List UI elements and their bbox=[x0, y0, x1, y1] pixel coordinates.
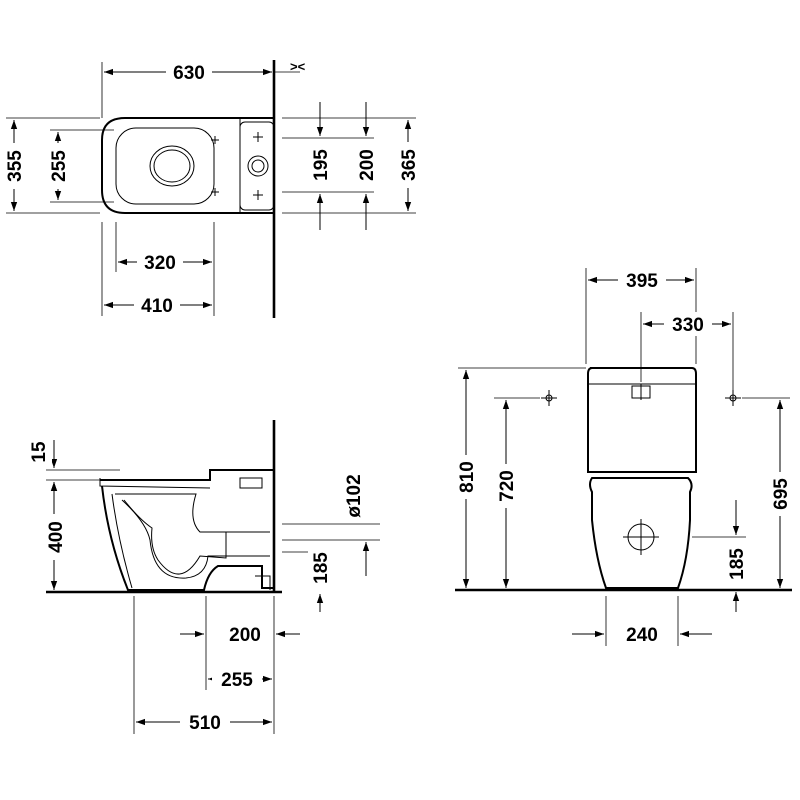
toilet-side-outline bbox=[101, 485, 274, 591]
dim-510: 510 bbox=[189, 713, 221, 734]
dim-185-front: 185 bbox=[727, 548, 748, 580]
cistern-front bbox=[587, 367, 697, 473]
dim-200-top: 200 bbox=[357, 149, 378, 181]
top-view: >< 630 355 2 bbox=[2, 58, 420, 318]
dim-395: 395 bbox=[626, 271, 658, 292]
dim-o102: ø102 bbox=[344, 474, 365, 517]
dim-720: 720 bbox=[497, 470, 518, 502]
cistern-plan bbox=[239, 121, 275, 211]
dim-330: 330 bbox=[672, 315, 704, 336]
dim-255-side: 255 bbox=[221, 670, 253, 691]
toilet-plan-outline bbox=[101, 117, 274, 214]
dim-200-side: 200 bbox=[229, 625, 261, 646]
dim-320: 320 bbox=[144, 253, 176, 274]
dim-240: 240 bbox=[626, 625, 658, 646]
dim-630: 630 bbox=[173, 63, 205, 84]
dim-15: 15 bbox=[29, 441, 50, 463]
dim-195: 195 bbox=[311, 149, 332, 181]
dim-365: 365 bbox=[399, 149, 420, 181]
trap-path bbox=[115, 493, 227, 575]
dim-255-top: 255 bbox=[49, 150, 70, 182]
corner-mark: >< bbox=[290, 59, 306, 74]
side-view: 15 400 ø102 185 200 255 510 bbox=[29, 420, 380, 734]
seat-opening-plan bbox=[115, 127, 215, 205]
dim-810: 810 bbox=[457, 461, 478, 493]
dim-400: 400 bbox=[46, 521, 67, 553]
dim-695: 695 bbox=[771, 478, 792, 510]
front-view: 395 330 810 720 695 185 240 bbox=[454, 268, 792, 646]
dim-185-side: 185 bbox=[311, 552, 332, 584]
bowl-front bbox=[589, 477, 693, 589]
dim-410: 410 bbox=[141, 296, 173, 317]
dim-355: 355 bbox=[5, 150, 26, 182]
